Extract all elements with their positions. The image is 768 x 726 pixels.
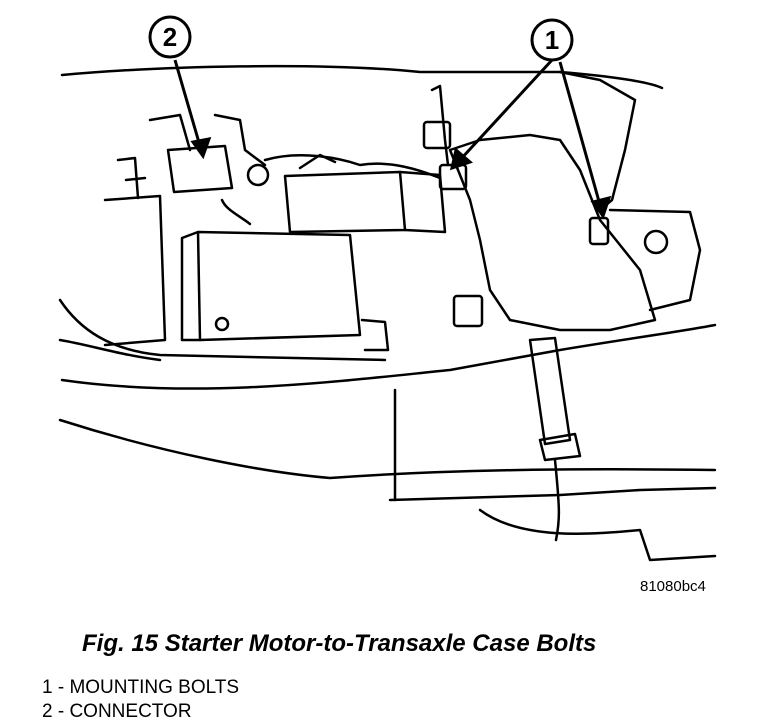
- legend: 1 - MOUNTING BOLTS 2 - CONNECTOR: [42, 676, 239, 724]
- callout-1: 1: [530, 18, 574, 62]
- transaxle-case: [448, 133, 657, 332]
- callout-1-leader-b: [558, 61, 602, 206]
- bracket-hole: [643, 229, 669, 255]
- callout-1-number: 1: [545, 25, 559, 55]
- reference-code: 81080bc4: [640, 578, 706, 595]
- starter-motor-body: [196, 230, 362, 342]
- callout-2-leader: [173, 59, 202, 147]
- starter-motor-illustration: 1 2: [58, 15, 717, 562]
- callout-1-leader-a: [458, 58, 554, 162]
- legend-item-mounting-bolts: 1 - MOUNTING BOLTS: [42, 677, 240, 698]
- lower-crossmember: [60, 323, 717, 390]
- retaining-strap: [528, 336, 572, 446]
- callout-2: 2: [148, 15, 192, 59]
- solenoid: [283, 170, 407, 234]
- upper-body-contour: [60, 64, 664, 90]
- callout-2-number: 2: [163, 22, 177, 52]
- mounting-bolt-lower: [588, 216, 610, 246]
- figure-caption: Fig. 15 Starter Motor-to-Transaxle Case …: [82, 630, 597, 657]
- legend-item-connector: 2 - CONNECTOR: [42, 701, 192, 722]
